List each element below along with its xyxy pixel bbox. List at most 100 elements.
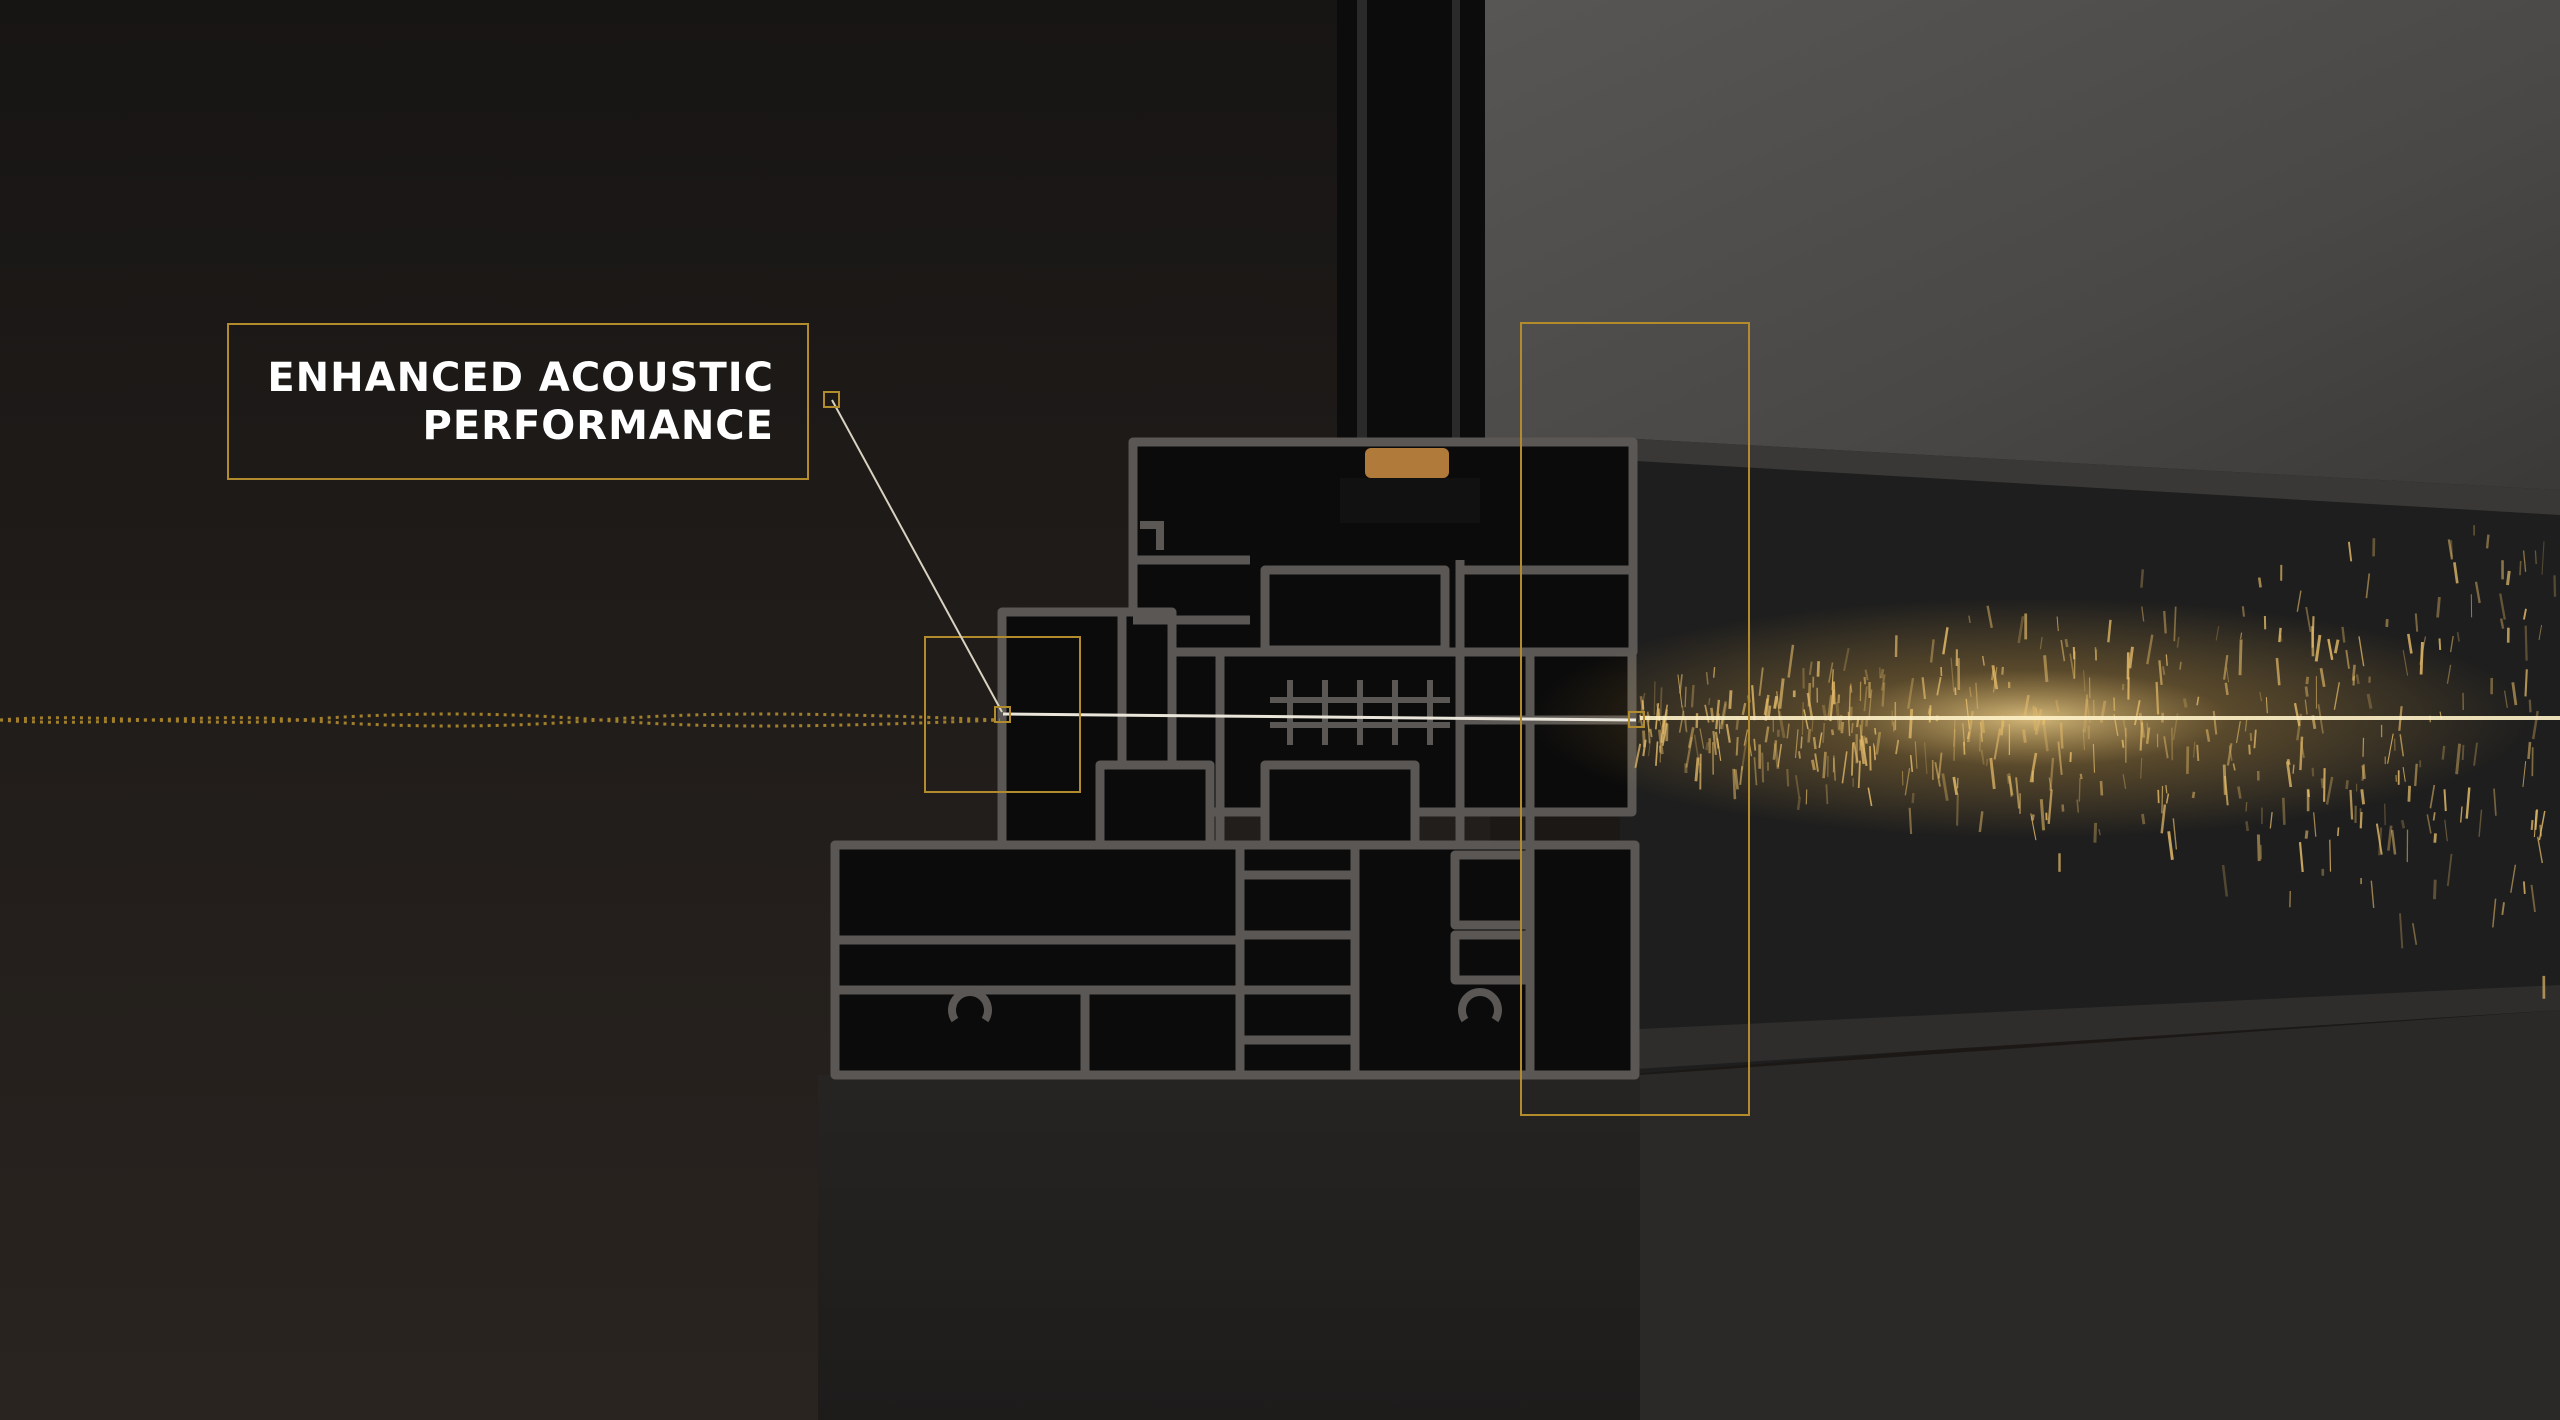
sound-particle [1739,765,1744,786]
frame-entry-highlight-box [1520,322,1750,1116]
sound-particle [1936,676,1942,696]
sound-particle [2226,667,2230,683]
sound-particle [1909,755,1914,772]
sound-particle [2082,699,2089,733]
sound-particle [2438,638,2442,651]
sound-particle [1649,728,1653,738]
sound-particle [2358,636,2365,667]
sound-particle [2323,768,2326,802]
sound-particle [2522,761,2527,787]
sound-particle [1794,775,1801,798]
sound-path-line [1002,712,1637,722]
sound-particle [2293,702,2301,727]
sound-particle [2079,773,2083,780]
sound-particle [2172,818,2178,850]
sound-particle [1828,662,1834,683]
sound-particle [2407,785,2411,802]
sound-particle [2360,789,2366,805]
sound-particle [2165,785,2168,794]
sound-particle [1659,687,1663,720]
sound-particle [2485,534,2490,549]
sound-particle [1761,752,1765,783]
sound-particle [2179,661,2182,670]
sound-particles [1634,525,2557,999]
sound-particle [1773,695,1779,709]
sound-particle [2511,682,2518,706]
sound-particle [1840,721,1845,734]
sound-particle [2523,881,2526,894]
sound-particle [2128,646,2134,669]
sound-particle [2031,814,2035,821]
sound-particle [1810,759,1816,771]
sound-particle [2460,806,2463,823]
sound-particle [2237,786,2242,799]
sound-particle [1740,739,1748,771]
sound-particle [2245,821,2249,832]
sound-particle [2069,653,2075,680]
sound-particle [1867,787,1873,807]
sound-particle [1687,727,1695,749]
sound-particle [1827,694,1833,717]
sound-particle [2441,745,2446,760]
sound-particle [2298,842,2304,873]
sound-particle [2158,660,2163,686]
sound-particle [1832,681,1836,705]
sound-particle [1684,686,1687,708]
sound-particle [1653,681,1656,716]
sound-particle [1850,722,1854,734]
sound-particle [2001,666,2004,675]
concrete-base-left [818,1075,1643,1420]
sound-particle [1641,700,1645,710]
sound-particle [2492,898,2497,928]
sound-particle [2023,694,2030,719]
sound-particle [2314,634,2322,662]
sound-particle [1864,737,1868,744]
sound-particle [2039,799,2046,831]
sound-particle [2432,812,2436,821]
window-profile [830,437,1640,1080]
sound-particle [2057,741,2063,775]
sound-particle [2212,710,2218,735]
sound-particle [2366,693,2373,709]
sound-particle [1816,661,1820,677]
sound-particle [2510,864,2517,893]
sound-particle [1786,769,1790,787]
sound-particle [2122,774,2127,790]
sound-particle [1921,677,1927,700]
sound-particle [2249,733,2253,741]
sound-particle [2352,676,2356,686]
sound-particle [2429,784,2436,809]
sound-particle [2161,666,2166,675]
sound-particle [1980,749,1985,765]
sound-particle [1989,757,1996,790]
sound-particle [1843,647,1850,672]
sound-particle [1807,728,1811,743]
sound-particle [1822,722,1826,743]
sound-particle [2163,610,2167,634]
sound-particle [2361,765,2366,780]
sound-particle [1990,670,1995,681]
sound-particle [2412,922,2418,945]
sound-particle [2375,823,2383,855]
sound-particle [2419,636,2427,665]
sound-particle [2034,708,2043,735]
sound-particle [1662,722,1668,746]
profile-grid [1270,680,1450,745]
sound-particle [1847,711,1851,737]
sound-particle [1956,793,1959,826]
sound-entry-marker-icon [994,706,1011,723]
concrete-base-right [1640,1010,2560,1420]
sound-particle [1713,667,1716,678]
sound-particle [2145,727,2151,744]
sound-particle [2121,739,2125,748]
sound-particle [1848,685,1852,718]
sound-particle [2433,833,2437,843]
sound-particle [2341,626,2346,643]
sound-particle [1690,684,1695,708]
sound-particle [1677,674,1683,708]
sound-particle [1720,718,1724,725]
sound-particle [1981,719,1985,734]
sound-particle [2524,669,2528,697]
sound-particle [1868,689,1873,721]
